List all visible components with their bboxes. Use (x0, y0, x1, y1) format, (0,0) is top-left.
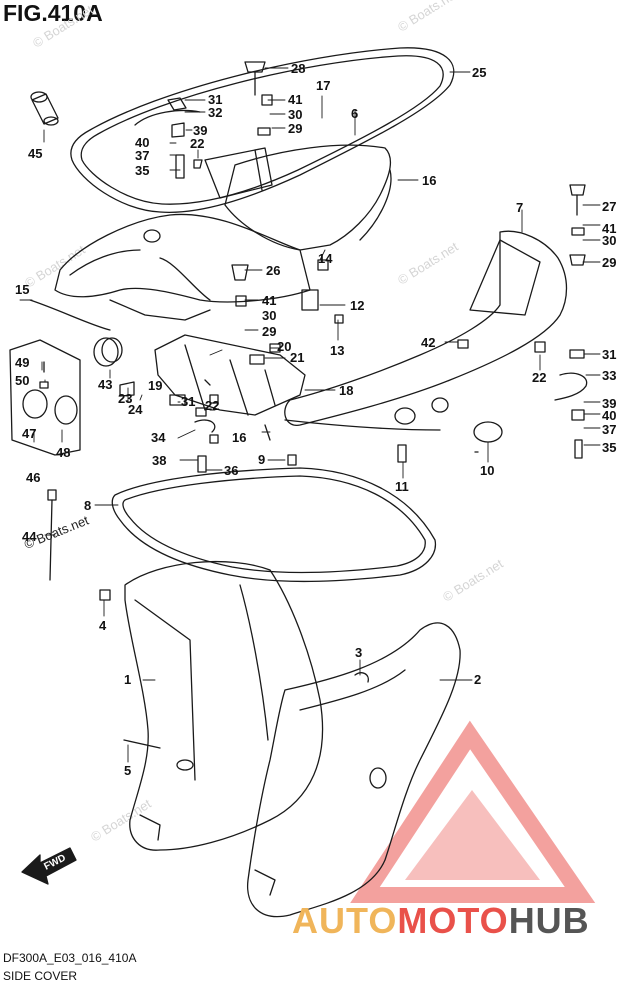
callout-number: 32 (208, 105, 222, 120)
callout-number: 34 (151, 430, 166, 445)
callout-number: 18 (339, 383, 353, 398)
callout-number: 2 (474, 672, 481, 687)
callout-number: 39 (602, 396, 616, 411)
callout-number: 28 (291, 61, 305, 76)
callout-number: 9 (258, 452, 265, 467)
callout-number: 1 (124, 672, 131, 687)
callout-number: 45 (28, 146, 42, 161)
callout-number: 14 (318, 251, 333, 266)
callout-number: 10 (480, 463, 494, 478)
callout-number: 16 (422, 173, 436, 188)
grommet-kit-46-icon (9, 339, 81, 456)
callout-number: 23 (118, 391, 132, 406)
callout-number: 4 (99, 618, 107, 633)
callout-number: 30 (602, 233, 616, 248)
callout-number: 29 (262, 324, 276, 339)
callout-number: 29 (288, 121, 302, 136)
callout-number: 40 (135, 135, 149, 150)
callout-number: 29 (602, 255, 616, 270)
callout-number: 3 (355, 645, 362, 660)
callout-number: 7 (516, 200, 523, 215)
callout-number: 15 (15, 282, 29, 297)
callout-number: 6 (351, 106, 358, 121)
callout-number: 31 (602, 347, 616, 362)
callout-number: 46 (26, 470, 40, 485)
callout-number: 36 (224, 463, 238, 478)
grommet-43-icon (93, 337, 123, 367)
lower-seal-frame-part (111, 467, 437, 583)
callout-number: 33 (602, 368, 616, 383)
callout-labels: 1 2 3 4 5 6 7 8 9 10 11 12 13 14 15 16 1… (15, 61, 616, 778)
brand-part-auto: AUTO (292, 900, 398, 941)
callout-number: 13 (330, 343, 344, 358)
figure-code: DF300A_E03_016_410A (3, 951, 137, 965)
middle-bracket-part (154, 334, 306, 416)
callout-number: 24 (128, 402, 143, 417)
callout-number: 25 (472, 65, 486, 80)
callout-number: 40 (602, 408, 616, 423)
upper-left-cover-part (54, 213, 311, 321)
callout-number: 22 (190, 136, 204, 151)
callout-number: 26 (266, 263, 280, 278)
seal-ring-part (70, 47, 455, 213)
brand-part-hub: HUB (508, 900, 590, 941)
callout-number: 44 (22, 529, 37, 544)
callout-number: 16 (232, 430, 246, 445)
figure-name: SIDE COVER (3, 969, 78, 983)
callout-number: 35 (602, 440, 616, 455)
callout-number: 39 (193, 123, 207, 138)
leader-lines (19, 67, 601, 763)
callout-number: 43 (98, 377, 112, 392)
fwd-arrow-icon (21, 847, 77, 885)
callout-number: 31 (181, 394, 195, 409)
callout-number: 49 (15, 355, 29, 370)
callout-number: 11 (395, 479, 409, 494)
callout-number: 27 (602, 199, 616, 214)
lower-right-cover-part (247, 622, 461, 918)
callout-number: 30 (288, 107, 302, 122)
upper-cover-frame-part (204, 144, 392, 251)
callout-number: 38 (152, 453, 166, 468)
callout-number: 31 (208, 92, 222, 107)
callout-number: 37 (602, 422, 616, 437)
bolt-icon (29, 61, 588, 749)
callout-number: 41 (262, 293, 276, 308)
callout-number: 22 (205, 398, 219, 413)
callout-number: 19 (148, 378, 162, 393)
callout-number: 21 (290, 350, 304, 365)
callout-number: 48 (56, 445, 70, 460)
callout-number: 41 (288, 92, 302, 107)
callout-number: 8 (84, 498, 91, 513)
callout-number: 35 (135, 163, 149, 178)
callout-number: 5 (124, 763, 131, 778)
callout-number: 41 (602, 221, 616, 236)
figure-title: FIG.410A (3, 0, 103, 26)
rod-part (359, 169, 392, 241)
logo-triangle-icon (350, 720, 596, 903)
upper-right-cover-part (284, 230, 568, 443)
callout-number: 47 (22, 426, 36, 441)
lower-left-cover-part (124, 560, 324, 851)
brand-part-moto: MOTO (397, 900, 509, 941)
callout-number: 50 (15, 373, 29, 388)
callout-number: 30 (262, 308, 276, 323)
callout-number: 37 (135, 148, 149, 163)
callout-number: 12 (350, 298, 364, 313)
callout-number: 42 (421, 335, 435, 350)
brand-logo: AUTOMOTOHUB (292, 900, 590, 942)
grommet-45-icon (30, 91, 59, 126)
callout-number: 20 (277, 339, 291, 354)
callout-number: 22 (532, 370, 546, 385)
callout-number: 17 (316, 78, 330, 93)
